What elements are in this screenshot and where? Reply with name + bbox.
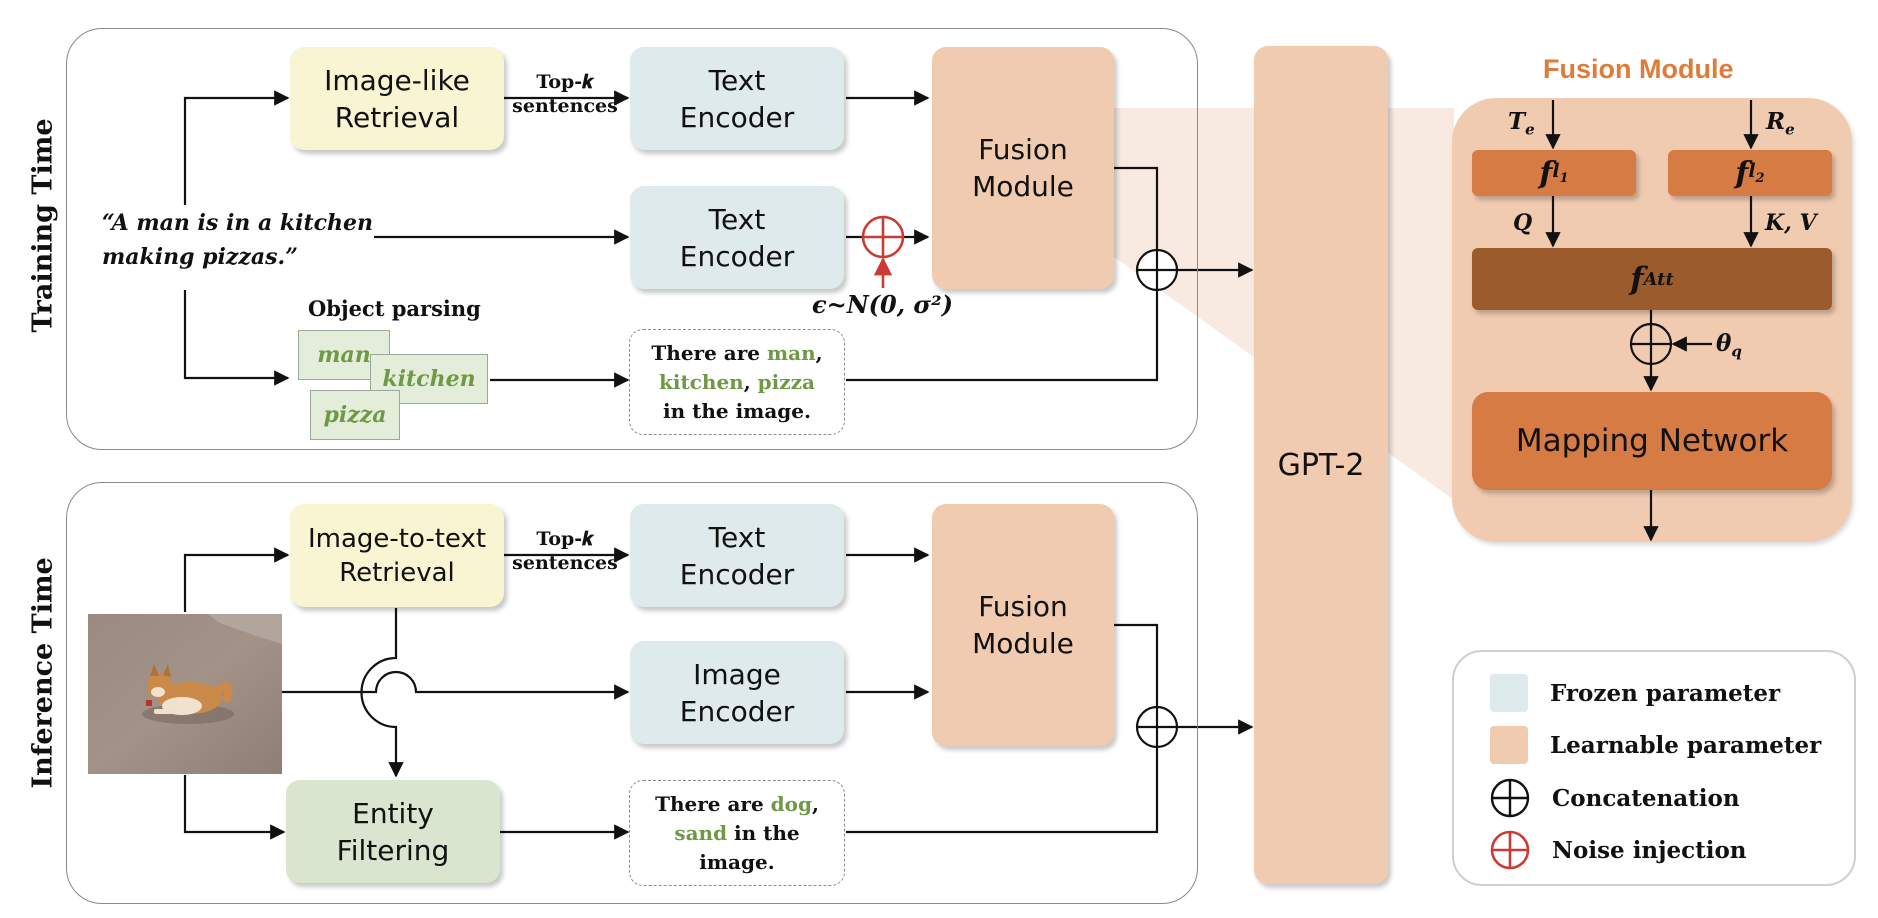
prompt-inference: There are dog, sand in the image. — [629, 780, 845, 886]
q-label: Q — [1513, 210, 1533, 236]
input-image-dog-on-sand — [88, 614, 282, 774]
text-encoder-2: Text Encoder — [630, 186, 844, 289]
inference-label: Inference Time — [27, 557, 59, 789]
training-panel — [66, 28, 1198, 450]
inf-branch-top — [183, 547, 290, 612]
legend-frozen: Frozen parameter — [1490, 674, 1780, 712]
branch-line-bottom — [183, 290, 290, 386]
re-label: Re — [1766, 108, 1795, 139]
text-encoder-1: Text Encoder — [630, 47, 844, 150]
caption-text: “A man is in a kitchen making pizzas.” — [102, 210, 374, 270]
inference-panel — [66, 482, 1198, 904]
training-label: Training Time — [27, 118, 59, 333]
image-encoder: Image Encoder — [630, 641, 844, 744]
text-encoder-inference: Text Encoder — [630, 504, 844, 607]
topk-label-inference: Top-𝒌 sentences — [512, 528, 618, 574]
topk-label-training: Top-𝒌 sentences — [512, 71, 618, 117]
fusion-to-concat — [1114, 166, 1159, 250]
frozen-swatch — [1490, 674, 1528, 712]
fusion-detail-arrows — [1545, 100, 1759, 542]
image-to-text-retrieval-box: Image-to-text Retrieval — [290, 504, 504, 607]
noise-legend-icon — [1490, 830, 1530, 870]
noise-distribution-label: ϵ~N(0, σ²) — [812, 290, 953, 319]
fusion-detail-title: Fusion Module — [1543, 54, 1734, 84]
entity-filtering-box: Entity Filtering — [286, 780, 500, 883]
gpt2-block: GPT-2 — [1254, 46, 1388, 884]
fusion-module-inference: Fusion Module — [932, 504, 1114, 746]
prompt-training: There are man, kitchen, pizza in the ima… — [629, 329, 845, 435]
learnable-swatch — [1490, 726, 1528, 764]
branch-line-top — [183, 90, 290, 205]
legend-concat: Concatenation — [1490, 778, 1740, 818]
tag-pizza: pizza — [310, 390, 400, 440]
inf-branch-bottom — [183, 775, 286, 840]
legend: Frozen parameter Learnable parameter Con… — [1452, 650, 1856, 886]
object-parsing-label: Object parsing — [308, 296, 481, 321]
fusion-module-training: Fusion Module — [932, 47, 1114, 289]
retrieval-to-filtering — [360, 608, 404, 778]
prompt-to-concat — [846, 290, 1159, 382]
image-like-retrieval-box: Image-like Retrieval — [290, 47, 504, 150]
image-to-image-encoder — [282, 670, 630, 700]
legend-noise: Noise injection — [1490, 830, 1747, 870]
inf-prompt-to-concat — [846, 747, 1159, 834]
legend-learnable: Learnable parameter — [1490, 726, 1821, 764]
inf-fusion-to-concat — [1114, 623, 1159, 707]
theta-label: θq — [1716, 330, 1742, 361]
te-label: Te — [1508, 108, 1535, 139]
kv-label: K, V — [1765, 210, 1817, 236]
mapping-network-box: Mapping Network — [1472, 392, 1832, 490]
concat-legend-icon — [1490, 778, 1530, 818]
